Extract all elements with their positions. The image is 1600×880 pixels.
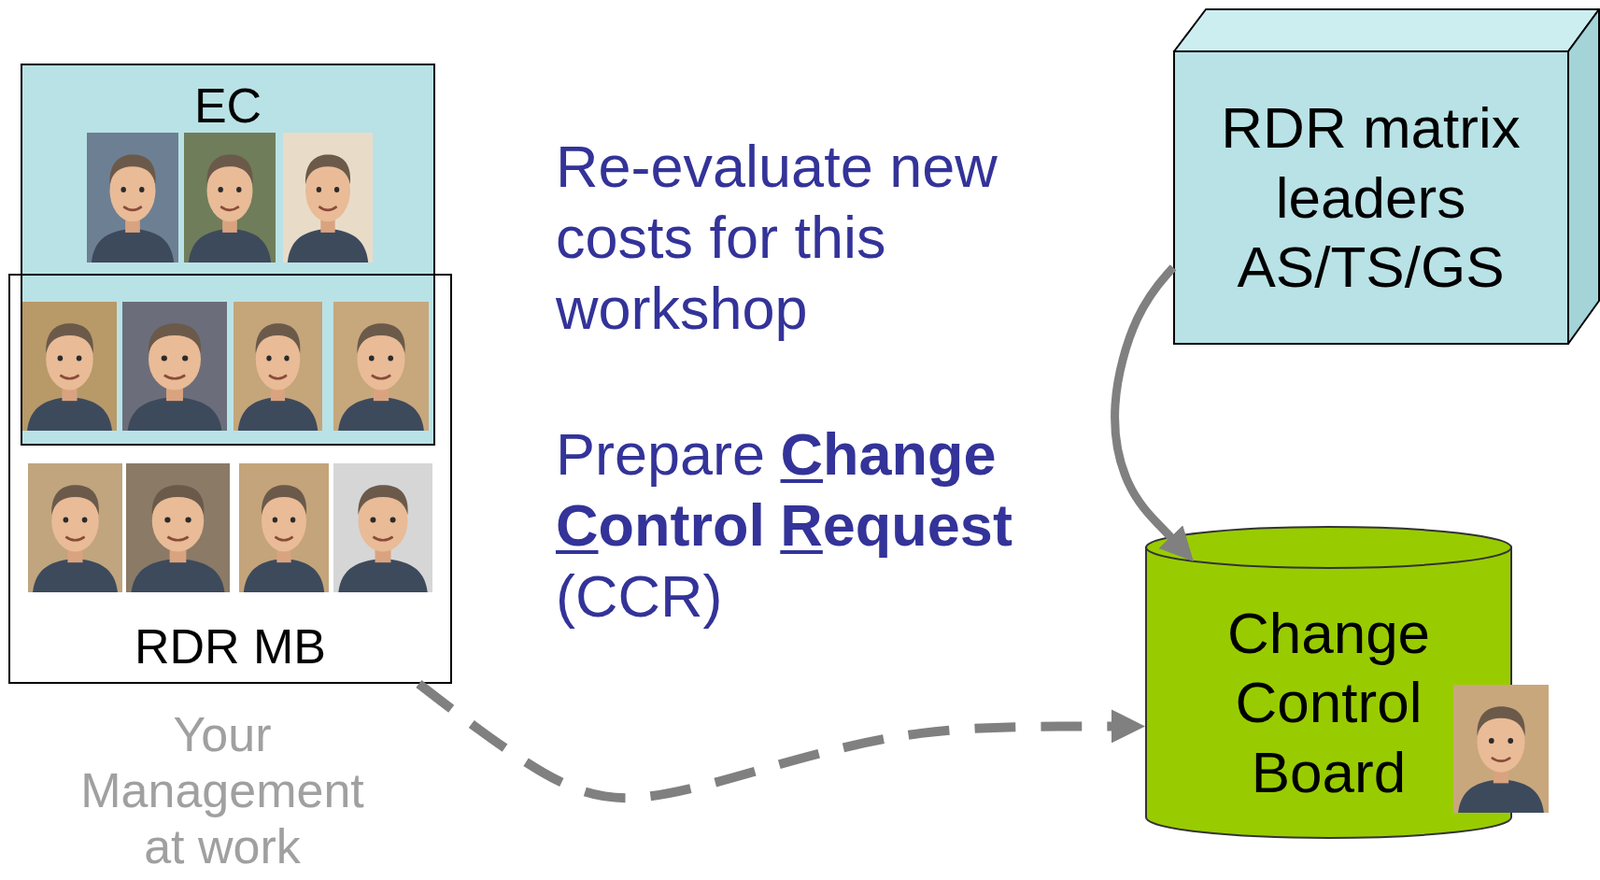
photo-ground [233,301,323,431]
text-row: (CCR) [555,560,1135,632]
cuboid-top [1174,9,1600,52]
portrait-face [338,323,425,431]
photo-ground [184,132,276,263]
photo-ground [283,132,373,263]
portrait-photo [333,301,429,431]
portrait-face [27,323,113,431]
flow-arrow [1115,267,1178,544]
portrait-face [91,155,174,263]
management-caption: Your Management at work [63,707,382,875]
portrait-face [338,484,427,593]
matrix-leaders-cuboid: RDR matrix leaders AS/TS/GS [1173,8,1600,345]
dashed-arrow [418,683,1121,798]
photo-ground [333,301,429,431]
portrait-photo [333,463,433,593]
portrait-photo [184,132,276,263]
ccr-text: Prepare [555,418,765,490]
portrait-face [238,323,319,431]
ccr-keyword: Change [780,418,997,490]
node-label: EC [194,76,262,135]
change-control-board-cylinder: Change Control Board [1145,525,1513,839]
ccr-keyword: Request [779,489,1013,561]
note-text-group: Re-evaluate new costs for this workshop [555,130,1042,344]
portrait-photo [283,132,373,263]
photo-ground [239,463,329,593]
portrait-photo [22,301,117,431]
text-row: Re-evaluate new costs for this workshop [555,130,1042,344]
portrait-face [127,323,223,431]
portrait-face [1458,706,1544,813]
portrait-photo [28,463,123,593]
portrait-face [32,484,118,593]
portrait-photo [86,132,179,263]
portrait-photo [122,301,227,431]
portrait-photo [239,463,329,593]
photo-ground [122,301,227,431]
node-label: RDR matrix leaders AS/TS/GS [1203,93,1540,302]
cuboid-front [1174,51,1569,344]
node-label: RDR MB [134,617,326,676]
photo-ground [1453,684,1549,813]
portrait-photo [233,301,323,431]
cylinder-top [1146,526,1512,568]
portrait-face [287,155,369,263]
portrait-face [188,155,271,263]
photo-ground [22,301,117,431]
portrait-face [243,484,325,593]
photo-ground [86,132,179,263]
photo-ground [333,463,433,593]
note-text: Re-evaluate new costs for this workshop [555,130,1042,344]
ccr-keyword: Control [555,489,765,561]
portrait-photo [1453,684,1549,813]
text-row: Your Management at work [63,707,382,875]
text-row: ControlRequest [555,489,1135,561]
portrait-photo [126,463,230,593]
photo-ground [28,463,123,593]
ccr-abbreviation: (CCR) [555,560,723,632]
photo-ground [126,463,230,593]
portrait-face [131,484,226,593]
management-caption-group: Your Management at work [63,707,382,875]
cuboid-side [1568,9,1600,344]
text-row: PrepareChange [555,418,1135,490]
node-label: Change Control Board [1189,598,1470,808]
ccr-text-group: PrepareChangeControlRequest(CCR) [555,418,1135,632]
